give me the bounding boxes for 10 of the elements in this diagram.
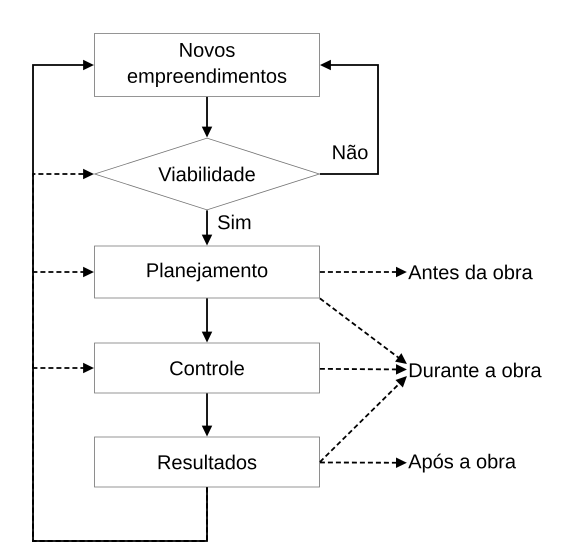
- process-box: Resultados: [94, 436, 320, 488]
- process-box: Controle: [94, 342, 320, 394]
- process-box: Novos empreendimentos: [94, 33, 320, 97]
- process-box: Planejamento: [94, 246, 320, 298]
- outcome-label: Antes da obra: [408, 264, 533, 280]
- arrow: [32, 60, 208, 542]
- edge-label: Não: [330, 144, 370, 160]
- outcome-label: Após a obra: [408, 454, 516, 472]
- edge-label: Sim: [216, 214, 253, 230]
- outcome-label: Durante a obra: [410, 362, 542, 378]
